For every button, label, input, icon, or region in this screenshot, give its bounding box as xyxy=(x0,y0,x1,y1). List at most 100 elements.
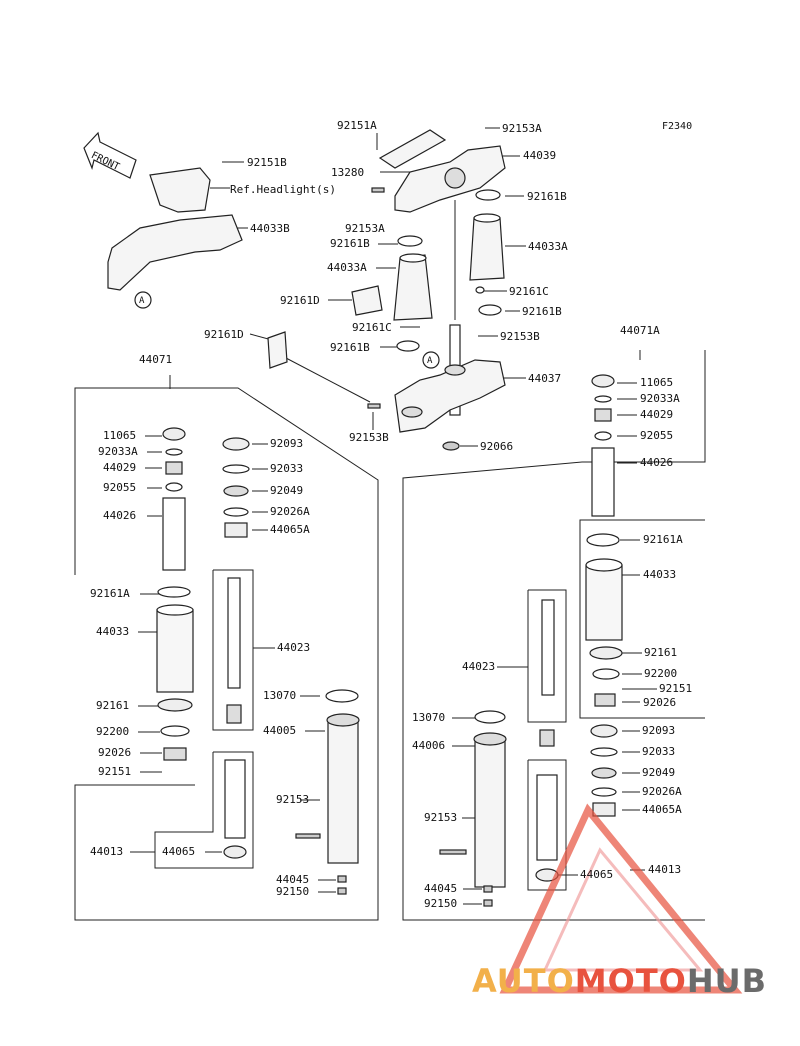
headlight-ring-44039 xyxy=(444,167,466,189)
part-label: 92161B xyxy=(527,190,567,203)
part-label: 44065A xyxy=(642,803,682,816)
part-label: 92153A xyxy=(345,222,385,235)
part-label: 92161B xyxy=(522,305,562,318)
nut-92066 xyxy=(442,441,460,451)
cartridge-44023-right xyxy=(541,599,555,696)
callout-a-mid xyxy=(422,351,440,369)
watermark-part-2: MOTO xyxy=(574,962,687,1000)
left-cartridge-frame xyxy=(212,569,254,731)
part-label: 11065 xyxy=(103,429,137,442)
headlight-bracket xyxy=(149,167,211,213)
part-label: 92151A xyxy=(337,119,377,132)
lower-bracket-44037 xyxy=(394,359,506,433)
callout-a-mid-label: A xyxy=(427,356,433,366)
spring-44026-left xyxy=(162,497,186,571)
part-label: 92055 xyxy=(103,481,137,494)
part-label: 92200 xyxy=(644,667,678,680)
part-label: 44065 xyxy=(580,868,614,881)
watermark-part-3: HUB xyxy=(686,962,768,1000)
part-label: 44071 xyxy=(139,353,173,366)
part-label: 92200 xyxy=(96,725,130,738)
bolt-92153A xyxy=(371,187,385,193)
right-fork-frame xyxy=(402,350,706,921)
part-label: 92153B xyxy=(500,330,540,343)
watermark-logo xyxy=(499,803,743,994)
part-label: 44005 xyxy=(263,724,297,737)
callout-a-left-label: A xyxy=(139,296,145,306)
part-label: 92033A xyxy=(640,392,680,405)
part-label: 92161C xyxy=(352,321,392,334)
watermark-part-1: AUTO xyxy=(472,962,575,1000)
left-lower-frame xyxy=(154,751,254,869)
part-label: 44065A xyxy=(270,523,310,536)
part-label: 92033 xyxy=(270,462,304,475)
part-label: 44013 xyxy=(648,863,682,876)
seal-92161B-4 xyxy=(396,340,420,352)
part-label: 92150 xyxy=(276,885,310,898)
part-label: 92026 xyxy=(643,696,677,709)
seal-92161B-2 xyxy=(397,235,423,247)
part-label: 92049 xyxy=(270,484,304,497)
ref-headlight-label: Ref.Headlight(s) xyxy=(230,183,336,196)
part-label: 92161D xyxy=(204,328,244,341)
part-label: 44039 xyxy=(523,149,557,162)
cover-44033A-left xyxy=(393,254,433,321)
part-label: 92026A xyxy=(270,505,310,518)
part-label: 92093 xyxy=(642,724,676,737)
part-label: 44033B xyxy=(250,222,290,235)
part-label: 44026 xyxy=(103,509,137,522)
outer-tube-44005 xyxy=(327,717,359,864)
part-label: 92161B xyxy=(330,341,370,354)
part-label: 44013 xyxy=(90,845,124,858)
part-label: 44026 xyxy=(640,456,674,469)
part-label: 92026 xyxy=(98,746,132,759)
part-label: 44071A xyxy=(620,324,660,337)
part-label: 92093 xyxy=(270,437,304,450)
outer-tube-44006 xyxy=(474,736,506,888)
part-label: 92151 xyxy=(98,765,132,778)
part-label: 13070 xyxy=(263,689,297,702)
part-label: 44045 xyxy=(424,882,458,895)
seal-92161B-3 xyxy=(478,304,502,316)
part-label: 92066 xyxy=(480,440,514,453)
diagram-code: F2340 xyxy=(662,121,693,132)
cover-44033-right xyxy=(585,564,623,641)
part-label: 92033A xyxy=(98,445,138,458)
part-label: 92153A xyxy=(502,122,542,135)
cover-44033-left xyxy=(156,609,194,693)
left-fork-frame xyxy=(74,387,379,921)
right-cartridge-frame xyxy=(527,589,567,723)
seal-92161C xyxy=(475,286,485,294)
part-label: 44033A xyxy=(327,261,367,274)
part-label: 44029 xyxy=(103,461,137,474)
part-label: 44029 xyxy=(640,408,674,421)
bolt-92153B xyxy=(367,403,381,409)
part-label: 11065 xyxy=(640,376,674,389)
right-lower-frame xyxy=(527,759,567,891)
front-arrow-icon xyxy=(83,131,137,179)
handlebar-holder-13280 xyxy=(378,129,447,169)
part-label: 92153B xyxy=(349,431,389,444)
part-label: 44065 xyxy=(162,845,196,858)
cartridge-44023-left xyxy=(227,577,241,689)
part-label: 92161 xyxy=(96,699,130,712)
part-label: 92055 xyxy=(640,429,674,442)
part-label: 92161C xyxy=(509,285,549,298)
right-damper-frame xyxy=(579,519,705,719)
part-label: 13280 xyxy=(331,166,365,179)
part-label: 92151 xyxy=(659,682,693,695)
part-label: 92026A xyxy=(642,785,682,798)
part-label: 44023 xyxy=(277,641,311,654)
part-label: 44033A xyxy=(528,240,568,253)
part-label: 92161B xyxy=(330,237,370,250)
part-label: 92049 xyxy=(642,766,676,779)
lower-cover-44033B xyxy=(107,214,243,291)
part-label: 92161A xyxy=(90,587,130,600)
part-label: 44023 xyxy=(462,660,496,673)
part-label: 44033 xyxy=(96,625,130,638)
part-label: 92153 xyxy=(276,793,310,806)
cover-44033A-right xyxy=(469,217,505,281)
part-label: 92161 xyxy=(644,646,678,659)
